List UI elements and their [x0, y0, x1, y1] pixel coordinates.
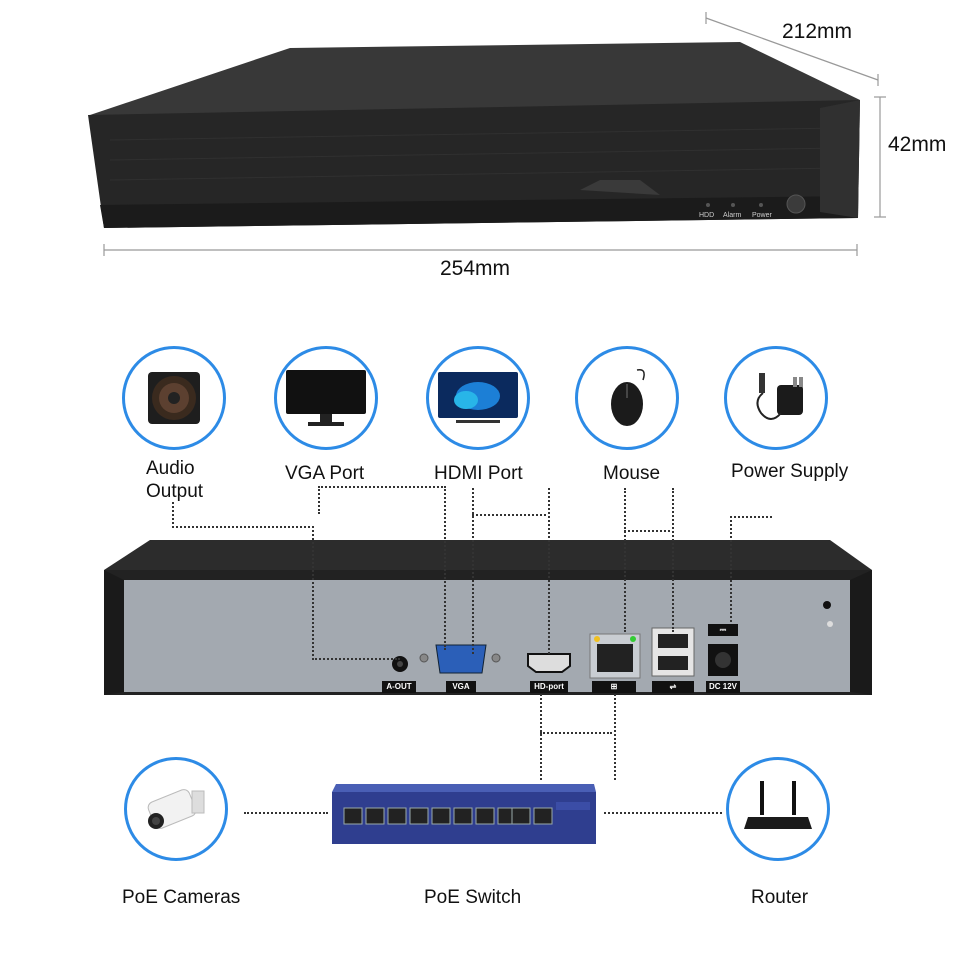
label-vga-port: VGA Port: [285, 463, 365, 484]
port-label-usb-icon: ⇌: [652, 681, 694, 693]
label-mouse: Mouse: [603, 463, 661, 484]
tv-icon: [438, 372, 518, 423]
label-power-supply: Power Supply: [731, 461, 849, 482]
label-audio-output: Audio Output: [146, 458, 204, 502]
router-icon: [744, 781, 812, 829]
led-label-alarm: Alarm: [723, 212, 742, 219]
port-label-power-icon: ⎓: [708, 624, 738, 636]
led-label-hdd: HDD: [699, 212, 715, 219]
label-router: Router: [751, 887, 809, 908]
monitor-icon: [286, 370, 366, 426]
connector-mouse: [624, 488, 674, 632]
power-supply-circle: [724, 346, 828, 450]
connector-vga: [318, 486, 446, 650]
port-label-lan-icon: ⊞: [592, 681, 636, 693]
label-hdmi-port: HDMI Port: [434, 463, 523, 484]
mouse-icon: [611, 368, 645, 426]
hdmi-port-circle: [426, 346, 530, 450]
connector-hdmi: [472, 488, 550, 654]
depth-dimension: 212mm: [782, 20, 853, 43]
port-label-audio: A-OUT: [382, 681, 416, 693]
nvr-front-view: [88, 12, 886, 256]
connector-mouse-mid: [624, 530, 670, 532]
connector-lan-mid: [540, 732, 612, 734]
port-label-vga: VGA: [446, 681, 476, 693]
port-label-dc: DC 12V: [706, 681, 740, 693]
label-poe-switch: PoE Switch: [424, 887, 522, 908]
nvr-rear-view: [104, 540, 872, 695]
power-adapter-icon: [756, 373, 803, 420]
label-poe-cameras: PoE Cameras: [122, 887, 241, 908]
poe-cameras-circle: [124, 757, 228, 861]
audio-output-circle: [122, 346, 226, 450]
poe-switch-image: [332, 784, 596, 844]
port-label-hdmi: HD-port: [530, 681, 568, 693]
vga-port-circle: [274, 346, 378, 450]
connector-vga-top: [318, 486, 320, 514]
height-dimension: 42mm: [888, 133, 947, 156]
connector-hdmi-top: [472, 514, 546, 516]
connector-camera-switch: [244, 812, 328, 814]
mouse-circle: [575, 346, 679, 450]
speaker-icon: [148, 372, 200, 424]
connector-audio-2: [312, 526, 400, 660]
connector-audio: [172, 502, 314, 528]
camera-icon: [147, 789, 205, 829]
connector-lan: [540, 694, 616, 780]
connector-power: [730, 516, 772, 622]
led-label-power: Power: [752, 212, 772, 219]
connector-switch-router: [604, 812, 722, 814]
router-circle: [726, 757, 830, 861]
width-dimension: 254mm: [440, 257, 511, 280]
